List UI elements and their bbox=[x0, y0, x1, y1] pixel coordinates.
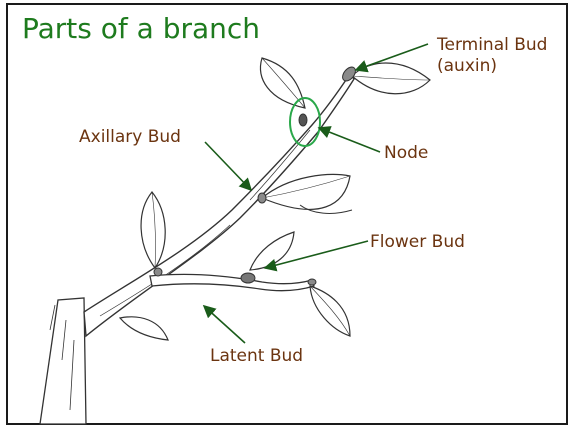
latent-bud-shape bbox=[154, 268, 162, 276]
latent-bud-arrow bbox=[204, 306, 245, 343]
leaves bbox=[120, 58, 430, 340]
terminal-bud-label-line2: (auxin) bbox=[437, 56, 547, 77]
axillary-bud-label: Axillary Bud bbox=[79, 127, 181, 148]
flower-bud-shape bbox=[241, 273, 255, 283]
leaf-flower bbox=[250, 232, 294, 270]
terminal-bud-label-line1: Terminal Bud bbox=[437, 35, 547, 56]
latent-bud-label: Latent Bud bbox=[210, 346, 303, 367]
end-bud bbox=[308, 279, 316, 285]
page-title: Parts of a branch bbox=[22, 12, 260, 45]
node-label: Node bbox=[384, 143, 428, 164]
flower-bud-label: Flower Bud bbox=[370, 232, 465, 253]
leaf-bottom-right bbox=[310, 286, 350, 336]
side-branch bbox=[150, 274, 314, 290]
axillary-bud-arrow bbox=[205, 142, 251, 190]
terminal-bud bbox=[340, 65, 358, 84]
leaf-bottom-left bbox=[120, 317, 168, 340]
trunk bbox=[40, 298, 86, 424]
node-bud bbox=[299, 114, 307, 126]
node-arrow bbox=[319, 128, 380, 152]
axillary-bud bbox=[258, 193, 266, 203]
terminal-bud-label: Terminal Bud (auxin) bbox=[437, 35, 547, 77]
